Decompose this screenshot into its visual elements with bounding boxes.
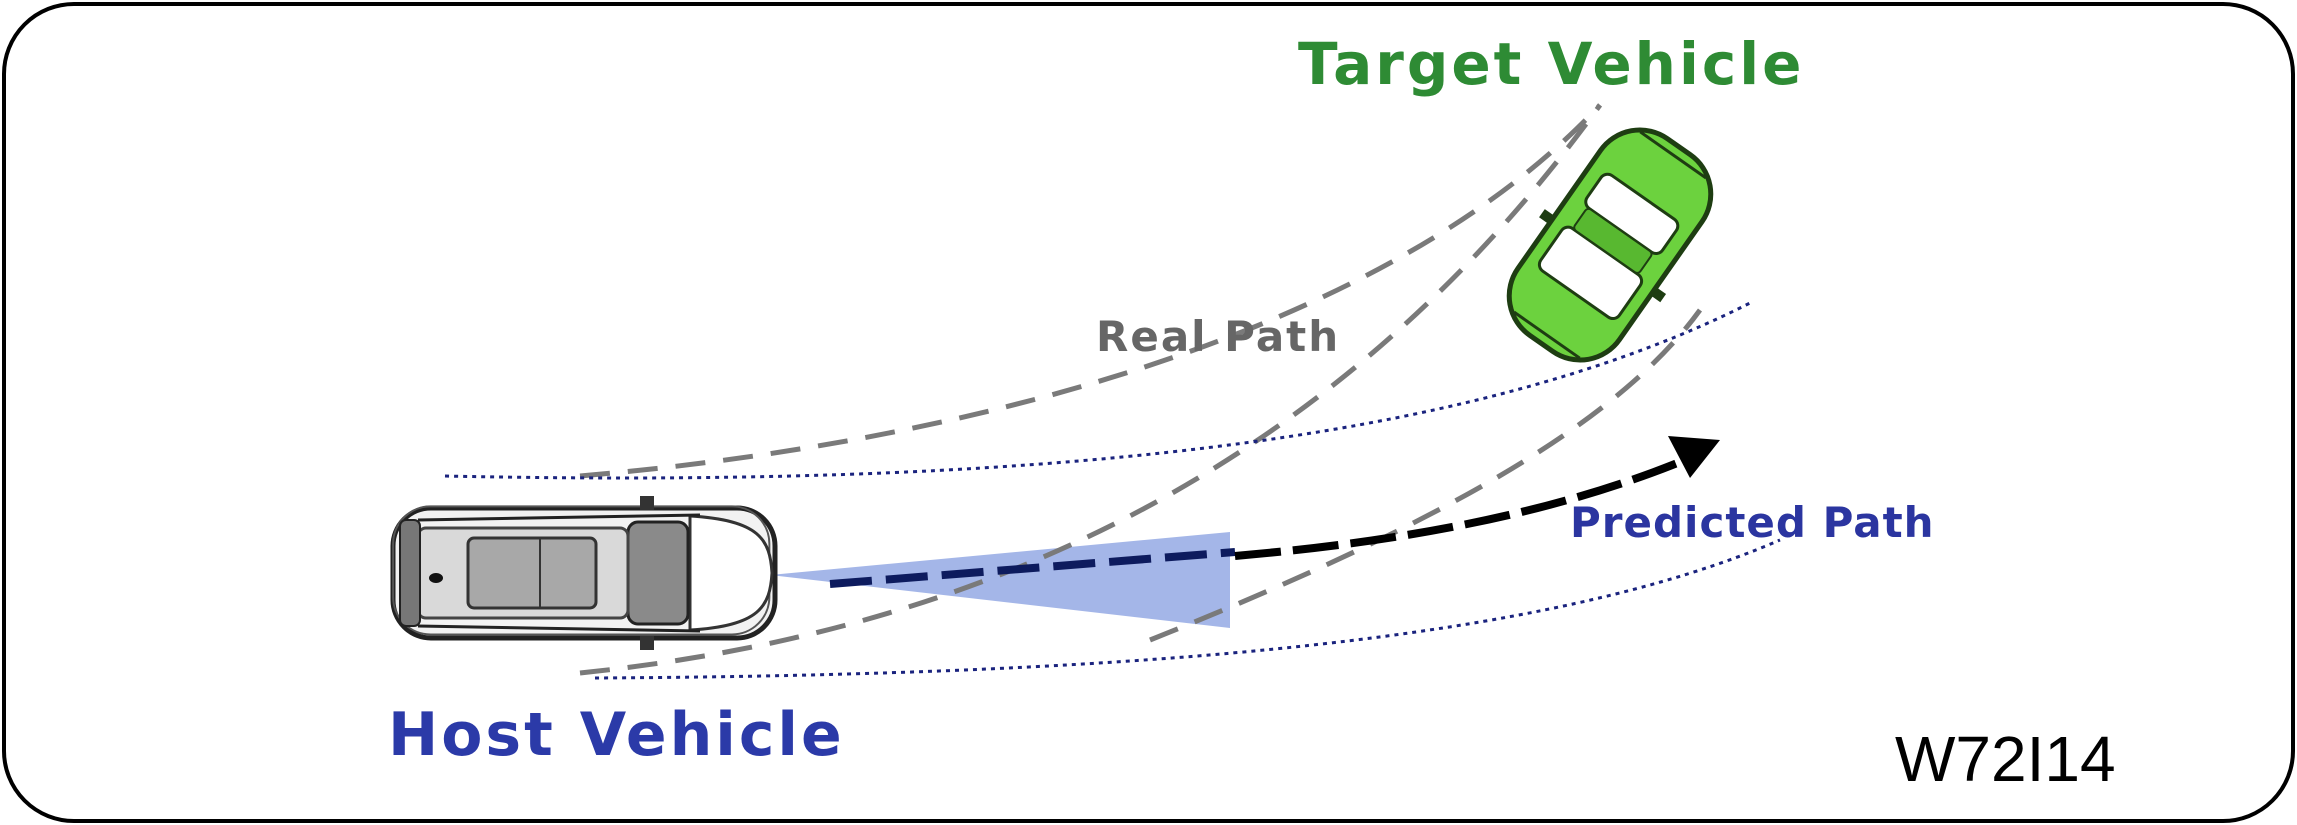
real-path-center-line (1149, 308, 1703, 643)
target-vehicle-label: Target Vehicle (1298, 30, 1805, 98)
car-top-view-icon (1506, 127, 1714, 363)
predicted-envelope-lower-line (594, 538, 1781, 680)
sensor-cone (770, 532, 1230, 628)
real-path-label: Real Path (1096, 312, 1341, 361)
host-vehicle-label: Host Vehicle (388, 700, 845, 770)
host-heading-line (829, 548, 1236, 588)
figure-code-label: W72I14 (1895, 723, 2116, 795)
predicted-path-line (1234, 458, 1682, 560)
predicted-path-arrowhead (1668, 436, 1720, 478)
predicted-path-label: Predicted Path (1570, 498, 1935, 547)
real-path-upper-line (579, 103, 1603, 676)
suv-top-view-icon (390, 496, 778, 650)
real-path-lower-line (579, 103, 1602, 479)
